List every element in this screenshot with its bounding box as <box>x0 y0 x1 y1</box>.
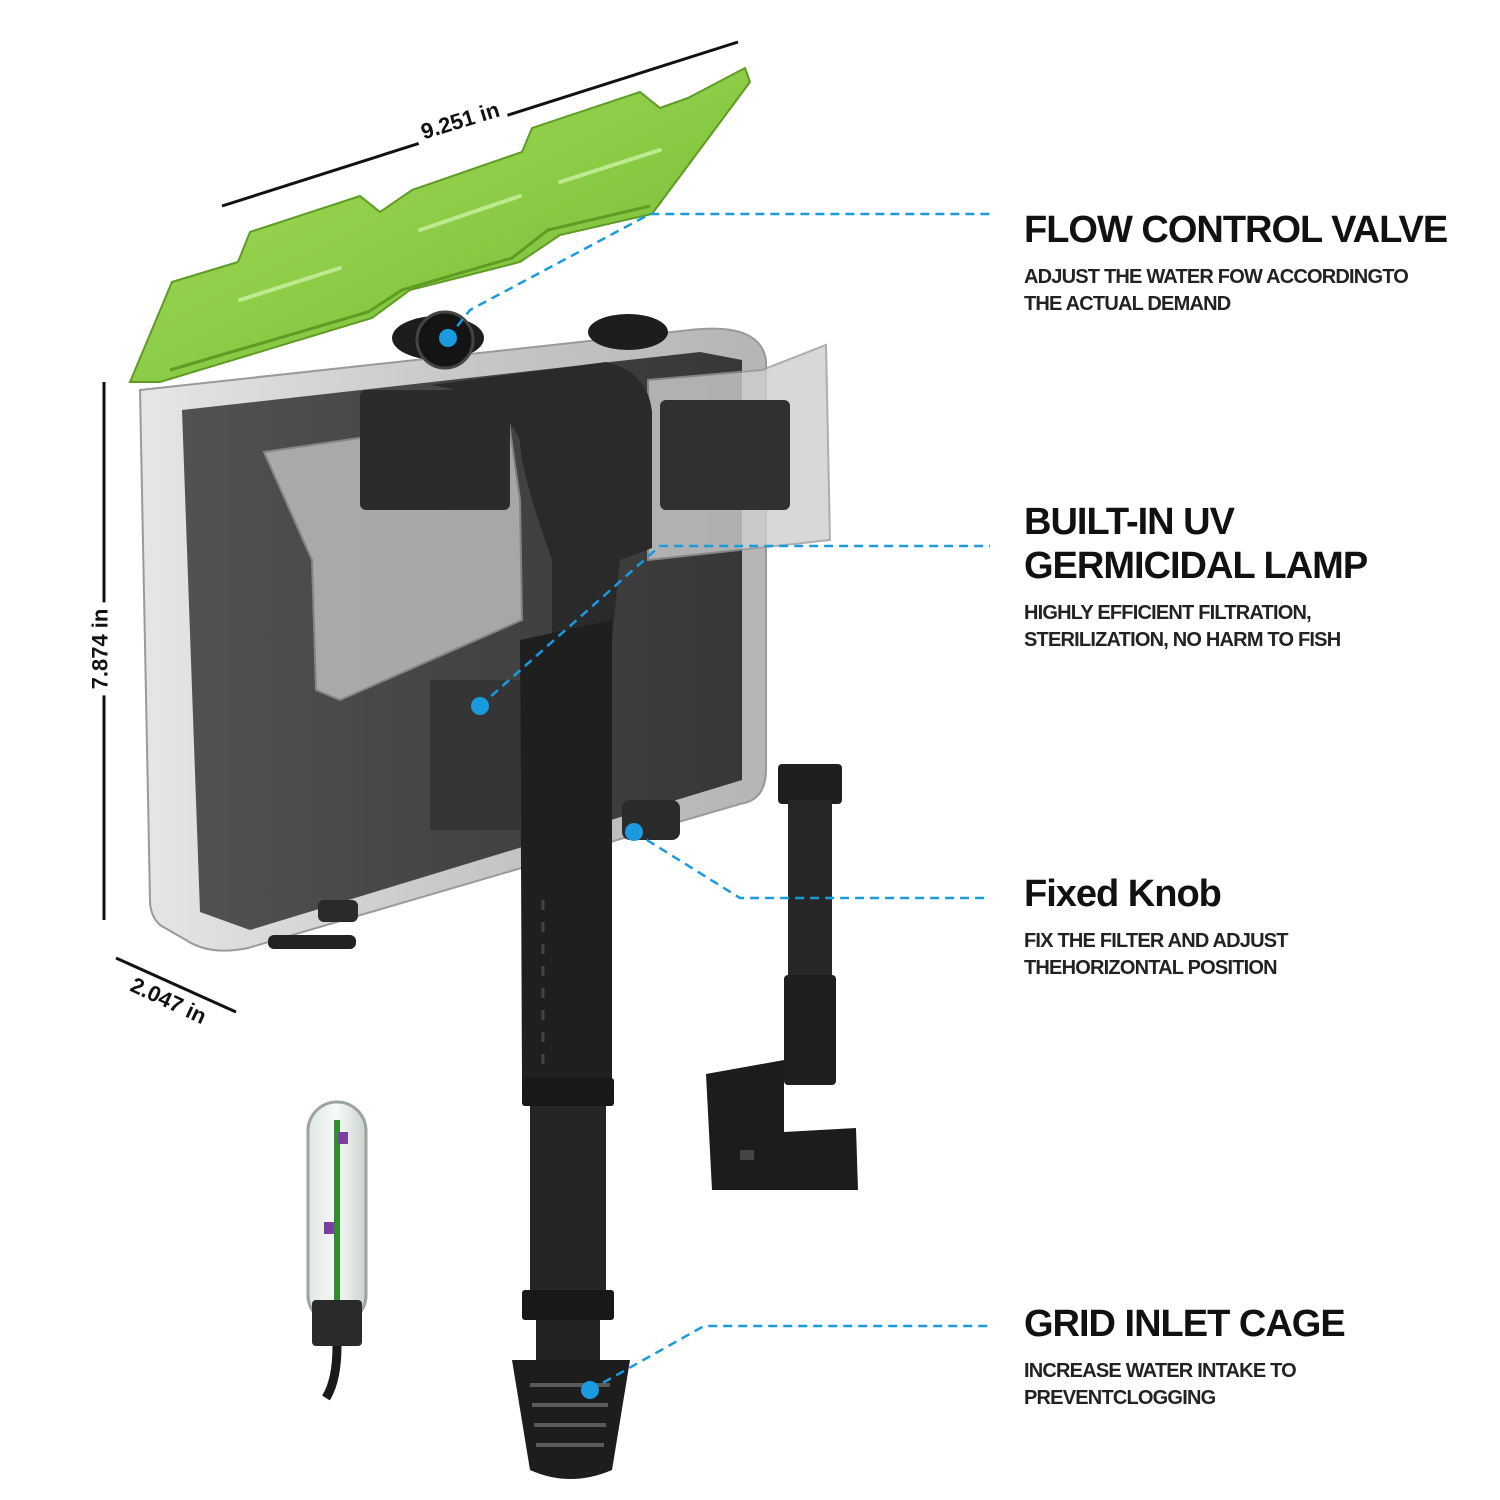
inlet-cage <box>512 1360 630 1479</box>
feature-fixed-knob: Fixed Knob FIX THE FILTER AND ADJUST THE… <box>1024 872 1484 982</box>
filter-lid <box>128 66 752 383</box>
feature-description: FIX THE FILTER AND ADJUST THEHORIZONTAL … <box>1024 930 1289 979</box>
feature-title: BUILT-IN UV GERMICIDAL LAMP <box>1024 501 1368 587</box>
feature-title: GRID INLET CAGE <box>1024 1303 1346 1345</box>
leader-fixed-knob <box>625 823 990 900</box>
feature-flow-control: FLOW CONTROL VALVE ADJUST THE WATER FOW … <box>1024 208 1484 318</box>
leader-flow-control <box>439 212 990 347</box>
uv-lamp <box>306 1100 368 1401</box>
feature-title: Fixed Knob <box>1024 873 1222 915</box>
leader-inlet-cage <box>581 1324 990 1399</box>
feature-description: INCREASE WATER INTAKE TO PREVENTCLOGGING <box>1024 1360 1297 1409</box>
feature-title: FLOW CONTROL VALVE <box>1024 209 1448 251</box>
feature-uv-lamp: BUILT-IN UV GERMICIDAL LAMP HIGHLY EFFIC… <box>1024 500 1484 654</box>
feature-description: HIGHLY EFFICIENT FILTRATION, STERILIZATI… <box>1024 602 1341 651</box>
feature-description: ADJUST THE WATER FOW ACCORDINGTO THE ACT… <box>1024 266 1409 315</box>
filter-chambers <box>262 310 832 702</box>
leader-uv-lamp <box>471 544 990 715</box>
intake-tube <box>520 620 614 1362</box>
fixed-knob-bracket <box>706 764 858 1190</box>
dimension-depth-line <box>115 956 237 1014</box>
dimension-height-label: 7.874 in <box>87 602 114 696</box>
feature-inlet-cage: GRID INLET CAGE INCREASE WATER INTAKE TO… <box>1024 1302 1484 1412</box>
